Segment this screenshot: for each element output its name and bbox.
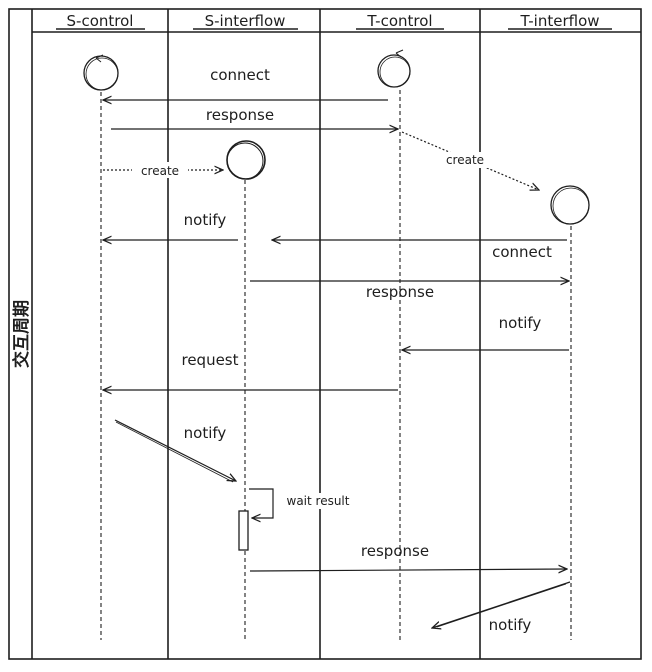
s-interflow-lifeline-head (226, 140, 266, 180)
message-arrow-notify-3 (114, 419, 236, 481)
message-label-bg-wait-result (278, 493, 360, 509)
message-label-connect: connect (210, 66, 270, 84)
lane-header-s-control: S-control (67, 12, 134, 30)
message-label-create-t: create (446, 153, 484, 167)
message-label-response-3: response (361, 542, 429, 560)
lane-header-t-control: T-control (366, 12, 432, 30)
message-arrow-create-t (401, 131, 539, 190)
s-control-lifeline-head (83, 54, 119, 91)
lane-header-s-interflow: S-interflow (205, 12, 286, 30)
message-label-connect-2: connect (492, 243, 552, 261)
message-arrow-notify-4-sketch (436, 583, 567, 628)
message-arrow-wait-result (249, 488, 274, 518)
message-label-bg-connect-2 (483, 243, 561, 261)
message-label-notify-1: notify (184, 211, 227, 229)
message-arrow-response-3 (249, 569, 567, 571)
message-label-bg-notify-4 (482, 613, 542, 633)
message-arrow-notify-3-sketch (115, 421, 234, 483)
message-label-wait-result: wait result (287, 494, 350, 508)
message-label-notify-3: notify (184, 424, 227, 442)
lane-header-t-interflow: T-interflow (519, 12, 599, 30)
message-label-request: request (181, 351, 238, 369)
message-arrow-notify-4 (432, 581, 571, 628)
side-label: 交互周期 (11, 300, 32, 368)
outer-frame (8, 8, 642, 660)
message-label-notify-2: notify (499, 314, 542, 332)
message-label-notify-4: notify (489, 616, 532, 634)
t-control-lifeline-head (377, 49, 411, 88)
message-label-response: response (206, 106, 274, 124)
message-label-bg-create-s (132, 162, 188, 178)
t-interflow-lifeline-head (550, 185, 590, 225)
activation-box (238, 510, 249, 551)
message-label-create-s: create (141, 164, 179, 178)
message-label-bg-create-t (437, 152, 493, 168)
message-label-response-2: response (366, 283, 434, 301)
